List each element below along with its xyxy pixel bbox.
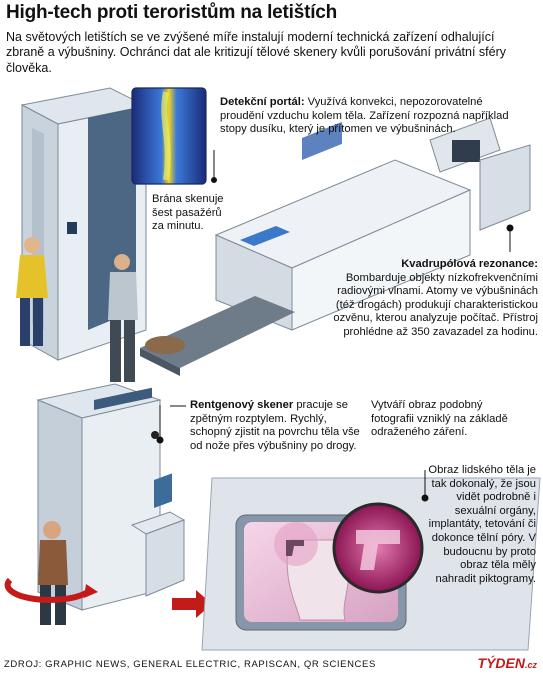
nqr-text: Bombarduje objekty nízkofrekvenčními rad… <box>333 271 538 338</box>
xray-scanner-booth <box>4 383 212 625</box>
intro-paragraph: Na světových letištích se ve zvýšené míř… <box>6 30 506 75</box>
nqr-heading: Kvadrupólová rezonance: <box>401 258 538 270</box>
nqr-callout: Kvadrupólová rezonance: Bombarduje objek… <box>328 258 538 340</box>
xray-callout: Rentgenový skener pracuje se zpětným roz… <box>190 399 370 453</box>
portal-text: Využívá konvekci, nepozorovatelné proudě… <box>220 96 509 136</box>
brand-logo: TÝDEN.cz <box>478 655 537 671</box>
gate-note: Brána skenuje šest pasažérů za minutu. <box>152 193 224 233</box>
security-officer-figure <box>108 254 138 382</box>
callout-pointers <box>156 150 514 502</box>
xray-image-note: Vytváří obraz podobný fotografii vzniklý… <box>371 399 508 439</box>
passenger-figure <box>16 237 48 346</box>
portal-heading: Detekční portál: <box>220 96 305 108</box>
weapon-zoom-lens <box>332 502 424 594</box>
source-footer: ZDROJ: GRAPHIC NEWS, GENERAL ELECTRIC, R… <box>4 659 376 670</box>
page-title: High-tech proti teroristům na letištích <box>6 2 338 23</box>
xray-text: pracuje se zpětným rozptylem. Rychlý, sc… <box>190 399 360 452</box>
nqr-baggage-machine <box>140 117 531 376</box>
xray-heading: Rentgenový skener <box>190 399 294 411</box>
brand-name: TÝDEN <box>477 655 525 671</box>
scan-image-panel <box>201 477 541 651</box>
brand-suffix: .cz <box>524 660 537 670</box>
portal-callout: Detekční portál: Využívá konvekci, nepoz… <box>220 96 520 137</box>
body-image-note: Obraz lidského těla je tak dokonalý, že … <box>428 464 536 585</box>
